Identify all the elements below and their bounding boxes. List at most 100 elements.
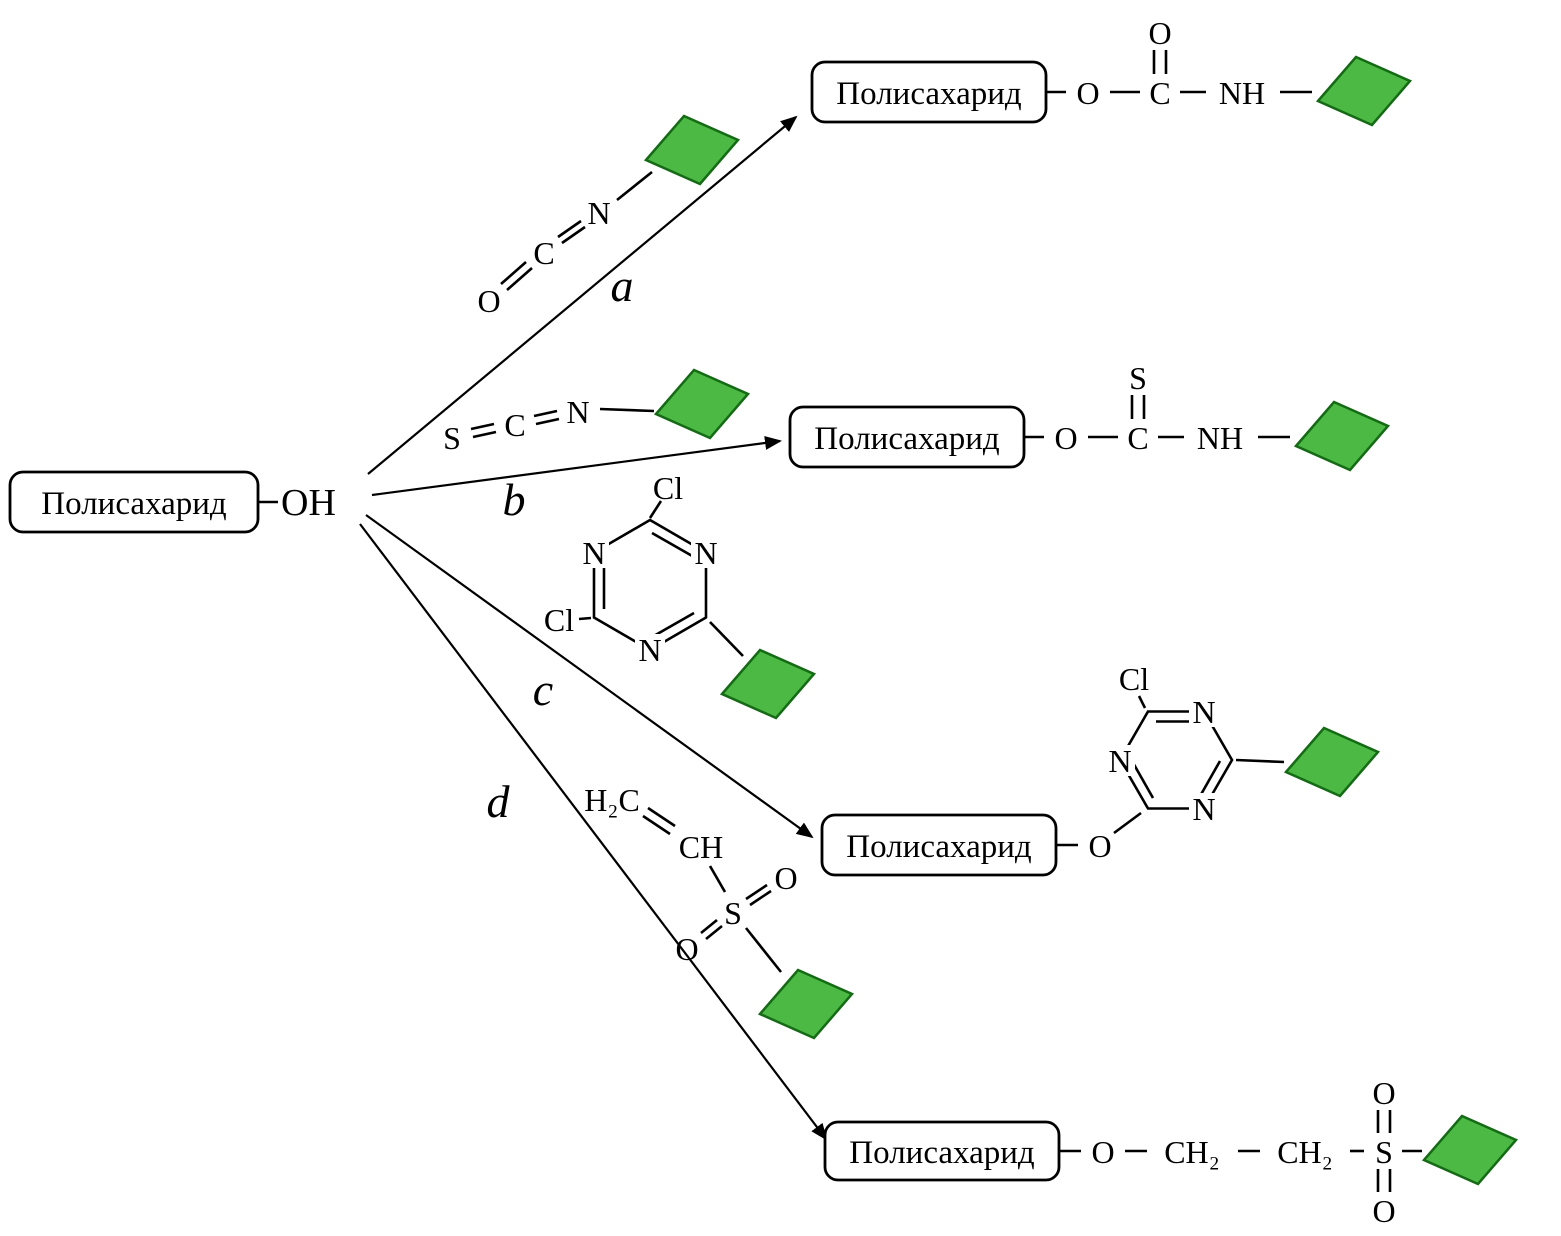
source-polysaccharide: Полисахарид OH — [8, 470, 336, 534]
double-bond-line — [1130, 760, 1155, 799]
triazine-ring — [592, 518, 708, 652]
double-bond-line — [506, 267, 533, 291]
double-bond-line — [651, 611, 695, 639]
product-carbamate: Полисахарид O C O NH — [810, 15, 1412, 127]
ligand-diamond-icon — [720, 648, 816, 720]
atom-o: O — [1148, 15, 1171, 51]
bond — [1137, 695, 1147, 709]
double-bond-line — [651, 531, 695, 559]
atom-n: N — [587, 195, 610, 231]
atom-c: C — [533, 235, 554, 271]
double-bond-line — [749, 889, 772, 907]
double-bond-line — [470, 422, 495, 431]
step-label-a: a — [611, 260, 634, 311]
arrow-d — [359, 523, 828, 1141]
step-label-d: d — [487, 776, 511, 827]
group-nh: NH — [1219, 75, 1265, 111]
label-mask — [635, 634, 665, 665]
bond — [648, 500, 663, 519]
atom-n: N — [1108, 743, 1131, 779]
group-nh: NH — [1197, 420, 1243, 456]
double-bond-line — [700, 918, 718, 935]
label-mask — [1189, 696, 1219, 727]
hydroxyl-label: OH — [281, 482, 336, 524]
bond — [708, 865, 727, 893]
atom-o: O — [1076, 75, 1099, 111]
polysaccharide-box-label: Полисахарид — [846, 829, 1032, 865]
group-ch2: CH₂ — [1164, 1134, 1220, 1170]
step-label-c: c — [533, 664, 553, 715]
product-thiocarbamate: Полисахарид O C S NH — [788, 360, 1390, 472]
double-bond-line — [535, 417, 560, 426]
atom-s: S — [724, 895, 742, 931]
atom-o: O — [774, 860, 797, 896]
double-bond-line — [647, 806, 676, 828]
atom-c: C — [1149, 75, 1170, 111]
polysaccharide-box-label: Полисахарид — [814, 421, 1000, 457]
atom-c: C — [1127, 420, 1148, 456]
atom-n: N — [638, 632, 661, 668]
ligand-diamond-icon — [1294, 400, 1390, 472]
bond — [578, 616, 592, 621]
double-bond-line — [557, 219, 582, 239]
label-mask — [579, 537, 609, 568]
atom-n: N — [566, 394, 589, 430]
polysaccharide-box-label: Полисахарид — [836, 76, 1022, 112]
arrow-c — [365, 514, 814, 839]
atom-n: N — [1192, 791, 1215, 827]
arrow-b — [371, 436, 782, 497]
atom-o: O — [1372, 1193, 1395, 1229]
ligand-diamond-icon — [644, 114, 740, 186]
atom-o: O — [477, 283, 500, 319]
atom-o: O — [675, 931, 698, 967]
ligand-diamond-icon — [1284, 726, 1380, 798]
step-label-b: b — [503, 474, 526, 525]
atom-cl: Cl — [1119, 661, 1149, 697]
atom-c: C — [504, 407, 525, 443]
atom-n: N — [694, 535, 717, 571]
bond — [599, 407, 655, 413]
ligand-diamond-icon — [758, 968, 854, 1040]
double-bond-line — [705, 924, 723, 941]
atom-n: N — [1192, 694, 1215, 730]
double-bond-line — [642, 814, 671, 836]
bond — [1235, 758, 1285, 764]
atom-o: O — [1088, 828, 1111, 864]
arrow-a — [367, 115, 798, 475]
polysaccharide-box-label: Полисахарид — [41, 486, 227, 522]
double-bond-line — [500, 261, 527, 285]
label-mask — [1105, 745, 1135, 776]
ligand-diamond-icon — [1422, 1114, 1518, 1186]
reagent-isocyanate: O C N — [477, 114, 740, 319]
reaction-arrows: a b c d — [359, 115, 828, 1141]
ligand-diamond-icon — [1316, 55, 1412, 127]
atom-o: O — [1372, 1075, 1395, 1111]
group-h2c: H₂C — [584, 782, 640, 818]
reagent-vinyl-sulfone: H₂C CH S O O — [584, 782, 854, 1040]
atom-o: O — [1054, 420, 1077, 456]
reagent-dichlorotriazine: N N N Cl Cl — [544, 470, 816, 720]
group-ch2: CH₂ — [1277, 1134, 1333, 1170]
double-bond-line — [561, 225, 586, 245]
product-triazine-ether: Полисахарид O N N N Cl — [820, 661, 1380, 877]
double-bond-line — [1197, 760, 1222, 799]
double-bond-line — [533, 409, 558, 418]
label-mask — [691, 537, 721, 568]
double-bond-line — [472, 430, 497, 439]
atom-o: O — [1091, 1134, 1114, 1170]
label-mask — [1189, 793, 1219, 824]
double-bond-line — [745, 883, 768, 901]
bond — [1113, 811, 1142, 835]
reagent-isothiocyanate: S C N — [443, 368, 750, 456]
atom-s: S — [1375, 1134, 1393, 1170]
group-ch: CH — [679, 829, 723, 865]
atom-n: N — [582, 535, 605, 571]
bond — [616, 170, 653, 202]
atom-cl: Cl — [544, 602, 574, 638]
atom-cl: Cl — [653, 470, 683, 506]
triazine-ring — [1118, 710, 1234, 810]
atom-s: S — [1129, 360, 1147, 396]
product-sulfone-ether: Полисахарид O CH₂ CH₂ S O O — [823, 1075, 1518, 1229]
